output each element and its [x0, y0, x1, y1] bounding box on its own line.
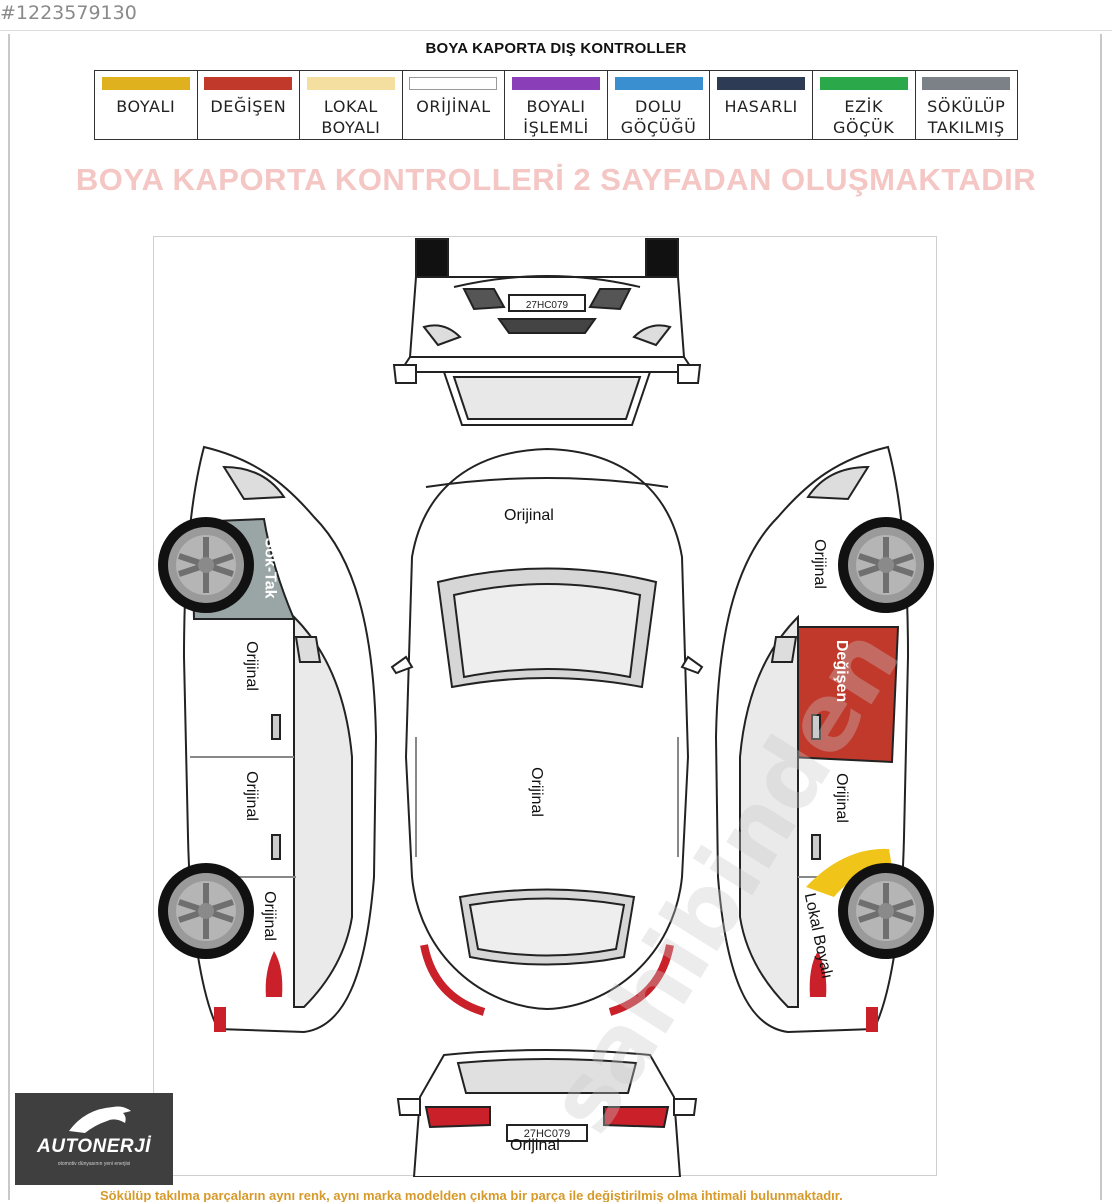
- left-front-wheel: [158, 517, 254, 613]
- page-border-left: [8, 34, 10, 1200]
- legend-label: DEĞİŞEN: [210, 97, 287, 116]
- legend-label: BOYALI: [116, 97, 176, 116]
- right-rear-wheel: [838, 863, 934, 959]
- legend-swatch: [922, 77, 1011, 90]
- legend-swatch: [512, 77, 601, 90]
- label-right-rear-door: Orijinal: [832, 773, 850, 823]
- label-rear: Orijinal: [510, 1137, 560, 1154]
- legend-swatch: [819, 77, 908, 90]
- label-left-front-door: Orijinal: [242, 641, 260, 691]
- two-page-notice: BOYA KAPORTA KONTROLLERİ 2 SAYFADAN OLUŞ…: [75, 162, 1037, 197]
- label-left-rear-door: Orijinal: [242, 771, 260, 821]
- logo-tagline: otomotiv dünyasının yeni enerjisi: [57, 1161, 131, 1167]
- label-roof: Orijinal: [527, 767, 545, 817]
- sheet-title: BOYA KAPORTA DIŞ KONTROLLER: [425, 40, 687, 57]
- right-rear-fender-lokal-boyali: [806, 848, 892, 897]
- label-left-front-fender: Sök-Tak: [261, 537, 279, 599]
- label-right-front-fender: Orijinal: [810, 539, 828, 589]
- legend-item: DEĞİŞEN: [198, 71, 301, 139]
- car-front-view: [392, 238, 702, 426]
- logo-name: AUTONERJİ: [37, 1136, 151, 1157]
- label-right-front-door: Değişen: [833, 639, 851, 703]
- label-hood: Orijinal: [504, 507, 554, 524]
- autonerji-logo: AUTONERJİ otomotiv dünyasının yeni enerj…: [15, 1093, 173, 1185]
- legend-label: ORİJİNAL: [416, 97, 491, 116]
- legend-swatch: [409, 77, 498, 90]
- legend-swatch: [306, 77, 395, 90]
- legend-item: ORİJİNAL: [403, 71, 506, 139]
- legend-item: HASARLI: [710, 71, 813, 139]
- legend-item: BOYALI: [95, 71, 198, 139]
- horse-logo-icon: [69, 1106, 131, 1133]
- legend-label: HASARLI: [724, 97, 798, 116]
- car-top-view: [390, 447, 704, 1016]
- car-diagram-svg: 27HC079: [154, 238, 938, 1177]
- page-border-right: [1100, 34, 1102, 1200]
- car-body-diagram: 27HC079: [153, 236, 938, 1177]
- footer-note: Sökülüp takılma parçaların aynı renk, ay…: [100, 1188, 843, 1202]
- legend-swatch: [101, 77, 190, 90]
- front-plate-text: 27HC079: [526, 300, 569, 311]
- label-left-rear-fender: Orijinal: [260, 891, 278, 941]
- left-rear-wheel: [158, 863, 254, 959]
- legend-swatch: [204, 77, 293, 90]
- legend-swatch: [614, 77, 703, 90]
- listing-id: #1223579130: [0, 2, 137, 24]
- listing-id-bar: #1223579130: [0, 0, 1112, 31]
- right-front-wheel: [838, 517, 934, 613]
- car-rear-view: [396, 1049, 698, 1177]
- rear-plate-text: 27HC079: [524, 1128, 570, 1140]
- legend-swatch: [717, 77, 806, 90]
